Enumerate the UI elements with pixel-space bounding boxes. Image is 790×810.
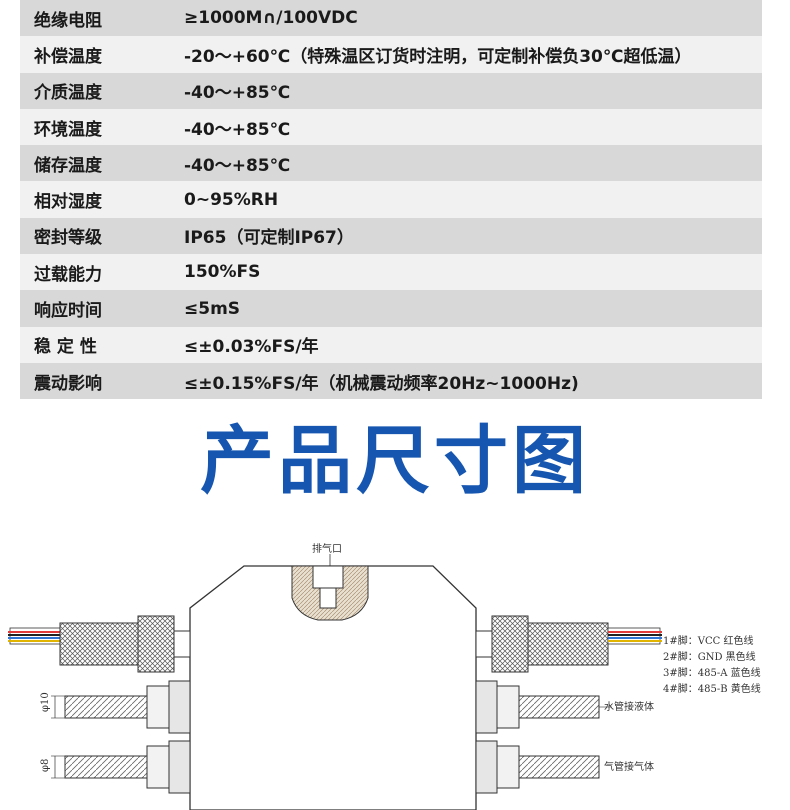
pin-legend: 1#脚：VCC 红色线 2#脚：GND 黑色线 3#脚：485-A 蓝色线 4#…	[663, 634, 761, 695]
spec-row: 补偿温度 -20～+60℃（特殊温区订货时注明，可定制补偿负30℃超低温）	[20, 36, 762, 73]
spec-value: 150%FS	[184, 262, 261, 283]
spec-value: -20～+60℃（特殊温区订货时注明，可定制补偿负30℃超低温）	[184, 46, 692, 67]
spec-label: 介质温度	[34, 83, 102, 104]
water-label: 水管接液体	[604, 700, 654, 713]
spec-value: ≤±0.03%FS/年	[184, 337, 319, 358]
spec-row: 过载能力 150%FS	[20, 254, 762, 291]
spec-label: 补偿温度	[34, 46, 102, 67]
spec-label: 密封等级	[34, 228, 102, 249]
spec-row: 相对湿度 0~95%RH	[20, 181, 762, 218]
pin-label: 3#脚：485-A 蓝色线	[663, 666, 761, 679]
spec-value: IP65（可定制IP67）	[184, 228, 354, 249]
spec-row: 环境温度 -40～+85℃	[20, 108, 762, 146]
left-gas-fitting: φ8	[40, 740, 191, 794]
spec-label: 绝缘电阻	[34, 10, 102, 31]
spec-value: -40～+85℃	[184, 119, 291, 140]
spec-row: 绝缘电阻 ≥1000M∩/100VDC	[20, 0, 762, 37]
housing-body	[189, 565, 477, 810]
spec-label: 稳 定 性	[34, 337, 97, 358]
spec-value: -40～+85℃	[184, 83, 291, 104]
pin-label: 4#脚：485-B 黄色线	[663, 682, 761, 695]
spec-label: 储存温度	[34, 155, 102, 176]
vent-label: 排气口	[312, 542, 342, 555]
spec-row: 介质温度 -40～+85℃	[20, 72, 762, 109]
vent-port: 排气口	[291, 542, 369, 621]
spec-value: -40～+85℃	[184, 155, 291, 176]
spec-label: 过载能力	[34, 264, 102, 285]
pin-label: 2#脚：GND 黑色线	[663, 650, 756, 663]
spec-value: 0~95%RH	[184, 189, 279, 210]
left-cable-gland	[8, 615, 191, 673]
spec-label: 环境温度	[34, 119, 102, 140]
spec-label: 相对湿度	[34, 192, 102, 213]
spec-value: ≤±0.15%FS/年（机械震动频率20Hz~1000Hz)	[184, 373, 579, 394]
right-cable-gland	[475, 615, 662, 673]
section-title: 产品尺寸图	[200, 418, 590, 504]
spec-row: 稳 定 性 ≤±0.03%FS/年	[20, 326, 762, 363]
gas-label: 气管接气体	[604, 760, 654, 773]
spec-row: 储存温度 -40～+85℃	[20, 145, 762, 182]
dim-water: φ10	[40, 692, 51, 712]
spec-row: 密封等级 IP65（可定制IP67）	[20, 217, 762, 255]
pin-label: 1#脚：VCC 红色线	[663, 634, 753, 647]
spec-value: ≤5mS	[184, 298, 241, 319]
spec-label: 响应时间	[34, 301, 102, 322]
spec-label: 震动影响	[34, 373, 102, 394]
spec-value: ≥1000M∩/100VDC	[184, 8, 358, 29]
left-water-fitting: φ10	[40, 680, 191, 734]
dimension-diagram: 排气口 φ10 φ8	[8, 542, 761, 810]
spec-row: 震动影响 ≤±0.15%FS/年（机械震动频率20Hz~1000Hz)	[20, 362, 762, 400]
spec-row: 响应时间 ≤5mS	[20, 290, 762, 327]
dim-gas: φ8	[40, 759, 51, 772]
spec-table: 绝缘电阻 ≥1000M∩/100VDC 补偿温度 -20～+60℃（特殊温区订货时注…	[20, 0, 762, 400]
right-water-fitting: 水管接液体	[475, 680, 654, 734]
right-gas-fitting: 气管接气体	[475, 740, 654, 794]
